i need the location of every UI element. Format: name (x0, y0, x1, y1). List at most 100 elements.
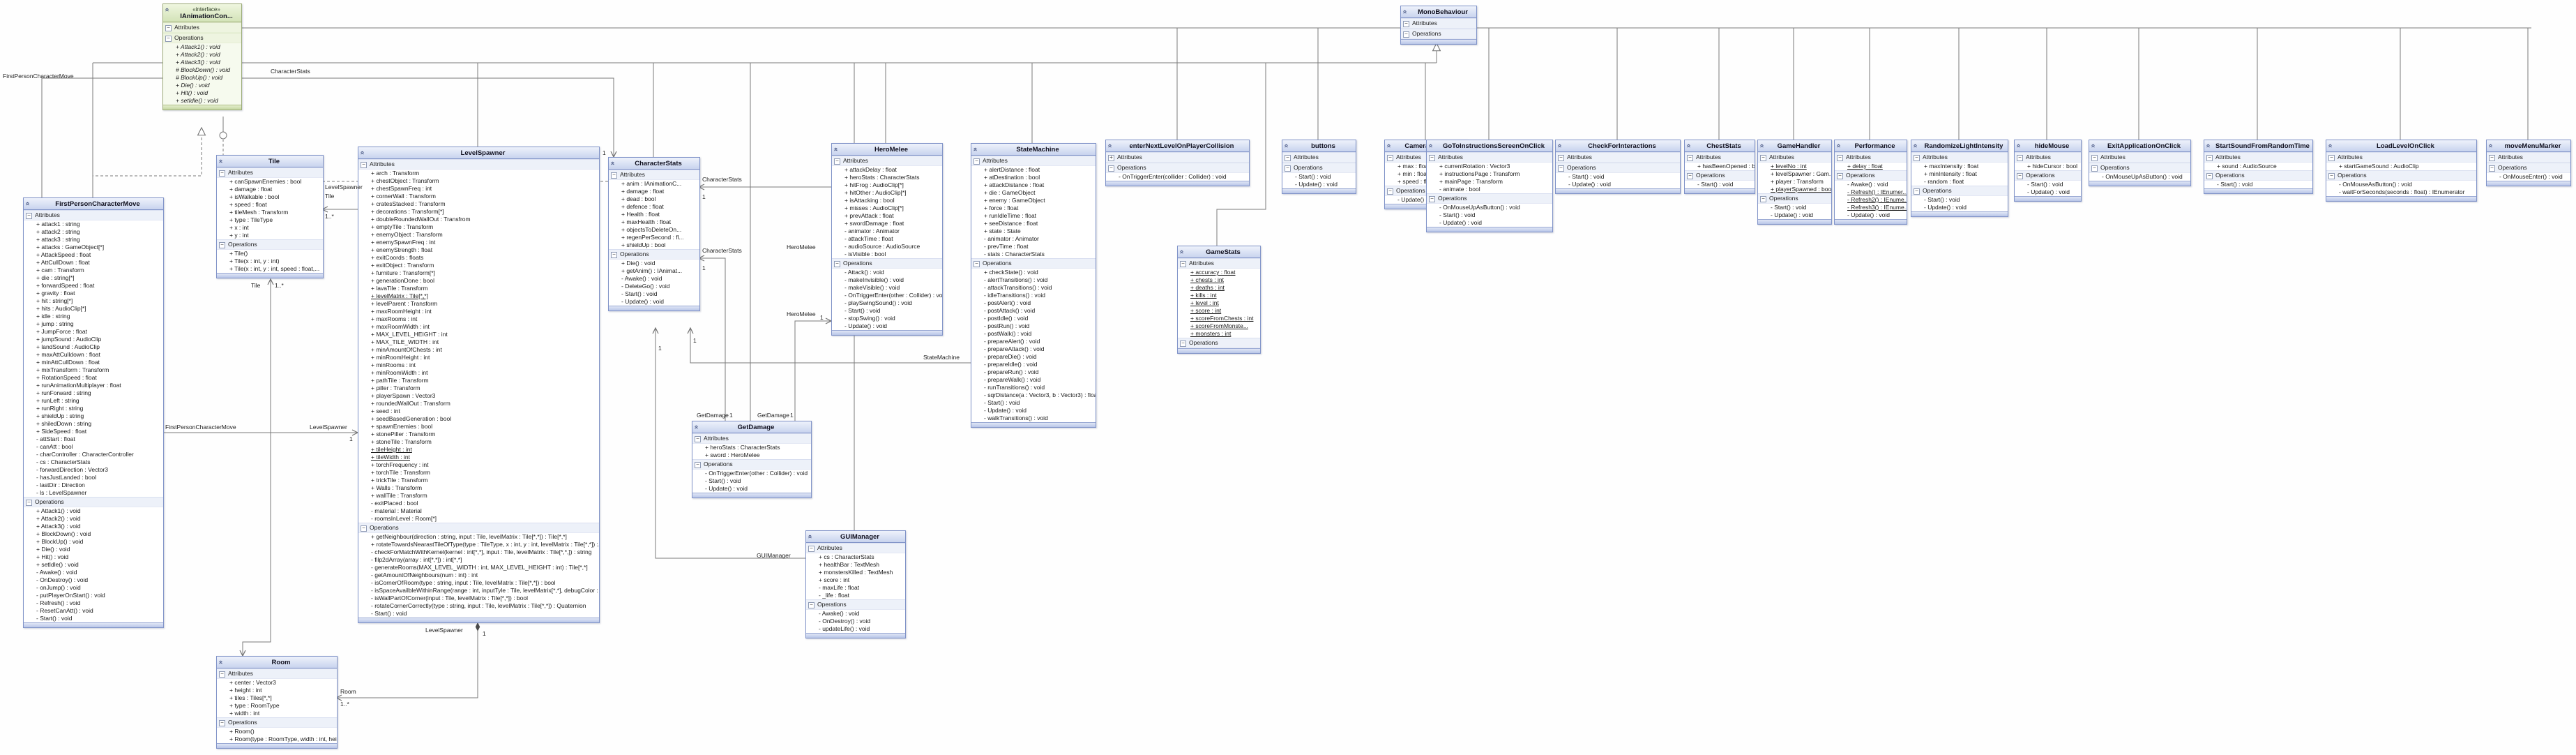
collapse-section-icon[interactable]: − (2091, 155, 2098, 161)
collapse-chevron-icon[interactable]: « (162, 8, 171, 12)
collapse-section-icon[interactable]: − (1760, 196, 1766, 202)
class-gotoinstructionsscreenonclick[interactable]: «GoToInstructionsScreenOnClick−Attribute… (1426, 140, 1553, 232)
collapse-section-icon[interactable]: − (1687, 173, 1693, 179)
collapse-section-icon[interactable]: − (2489, 165, 2495, 172)
collapse-chevron-icon[interactable]: « (1684, 144, 1692, 148)
collapse-section-icon[interactable]: − (1387, 188, 1393, 195)
collapse-section-icon[interactable]: − (165, 25, 172, 31)
assoc-room-tile[interactable] (243, 279, 271, 656)
class-gamestats[interactable]: «GameStats−Attributes+ accuracy : float+… (1177, 246, 1261, 354)
collapse-chevron-icon[interactable]: « (1426, 144, 1434, 148)
collapse-section-icon[interactable]: − (1760, 155, 1766, 161)
collapse-section-icon[interactable]: − (2328, 173, 2335, 179)
realization-fpcm-ianimationcontroller[interactable] (92, 128, 202, 197)
collapse-section-icon[interactable]: − (1558, 165, 1564, 172)
collapse-section-icon[interactable]: − (1837, 155, 1843, 161)
collapse-section-icon[interactable]: − (2489, 155, 2495, 161)
collapse-section-icon[interactable]: − (165, 36, 172, 42)
collapse-chevron-icon[interactable]: « (2326, 144, 2334, 148)
collapse-section-icon[interactable]: − (695, 462, 701, 468)
collapse-section-icon[interactable]: − (1403, 31, 1409, 38)
collapse-section-icon[interactable]: − (1429, 155, 1435, 161)
collapse-section-icon[interactable]: − (219, 242, 225, 248)
collapse-section-icon[interactable]: − (1180, 341, 1186, 347)
collapse-chevron-icon[interactable]: « (1400, 10, 1409, 14)
generalization-drop-gamestats[interactable] (1216, 63, 1266, 246)
collapse-section-icon[interactable]: − (973, 158, 980, 165)
class-firstpersoncharactermove[interactable]: «FirstPersonCharacterMove−Attributes+ at… (23, 197, 164, 628)
class-characterstats[interactable]: «CharacterStats−Attributes+ anim : IAnim… (608, 157, 700, 311)
collapse-section-icon[interactable]: − (1285, 155, 1291, 161)
collapse-section-icon[interactable]: − (611, 252, 617, 258)
class-exitapplicationonclick[interactable]: «ExitApplicationOnClick−Attributes−Opera… (2089, 140, 2191, 186)
collapse-section-icon[interactable]: − (695, 436, 701, 442)
collapse-section-icon[interactable]: − (219, 170, 225, 177)
collapse-chevron-icon[interactable]: « (692, 425, 700, 429)
collapse-section-icon[interactable]: − (834, 261, 840, 267)
collapse-section-icon[interactable]: − (1180, 261, 1186, 267)
collapse-section-icon[interactable]: − (361, 162, 367, 168)
collapse-section-icon[interactable]: − (361, 525, 367, 532)
collapse-chevron-icon[interactable]: « (1757, 144, 1766, 148)
collapse-chevron-icon[interactable]: « (216, 660, 225, 664)
class-movemenumarker[interactable]: «moveMenuMarker−Attributes−Operations- O… (2486, 140, 2571, 186)
collapse-chevron-icon[interactable]: « (1177, 250, 1185, 254)
collapse-chevron-icon[interactable]: « (805, 535, 814, 539)
collapse-section-icon[interactable]: − (834, 158, 840, 165)
collapse-chevron-icon[interactable]: « (1911, 144, 1919, 148)
collapse-section-icon[interactable]: − (219, 671, 225, 678)
class-hidemouse[interactable]: «hideMouse−Attributes+ hideCursor : bool… (2014, 140, 2082, 202)
collapse-section-icon[interactable]: − (1687, 155, 1693, 161)
collapse-chevron-icon[interactable]: « (358, 151, 366, 155)
collapse-chevron-icon[interactable]: « (2014, 144, 2022, 148)
collapse-section-icon[interactable]: − (1914, 155, 1920, 161)
collapse-section-icon[interactable]: − (2017, 173, 2023, 179)
assoc-getdamage-characterstats[interactable] (699, 258, 726, 421)
collapse-chevron-icon[interactable]: « (831, 147, 840, 151)
class-startsoundfromrandomtime[interactable]: «StartSoundFromRandomTime−Attributes+ so… (2204, 140, 2313, 194)
class-levelspawner[interactable]: «LevelSpawner−Attributes+ arch : Transfo… (358, 147, 600, 623)
class-enternextlevelonplayercollision[interactable]: «enterNextLevelOnPlayerCollision+Attribu… (1105, 140, 1250, 186)
collapse-section-icon[interactable]: − (808, 546, 815, 552)
class-buttons[interactable]: «buttons−Attributes−Operations- Start() … (1282, 140, 1356, 194)
collapse-chevron-icon[interactable]: « (216, 159, 225, 163)
class-cheststats[interactable]: «ChestStats−Attributes+ hasBeenOpened : … (1684, 140, 1755, 194)
collapse-chevron-icon[interactable]: « (2204, 144, 2212, 148)
collapse-section-icon[interactable]: − (1285, 165, 1291, 172)
class-checkforinteractions[interactable]: «CheckForInteractions−Attributes−Operati… (1555, 140, 1681, 194)
assoc-guimanager-characterstats[interactable] (656, 328, 805, 559)
collapse-chevron-icon[interactable]: « (1834, 144, 1842, 148)
collapse-section-icon[interactable]: − (219, 720, 225, 726)
aggregation-levelspawner-room[interactable] (336, 623, 478, 698)
collapse-chevron-icon[interactable]: « (1282, 144, 1290, 148)
assoc-statemachine-characterstats[interactable] (690, 328, 971, 364)
collapse-section-icon[interactable]: − (2328, 155, 2335, 161)
collapse-chevron-icon[interactable]: « (1384, 144, 1393, 148)
collapse-section-icon[interactable]: − (1914, 188, 1920, 195)
collapse-chevron-icon[interactable]: « (608, 161, 616, 165)
collapse-section-icon[interactable]: − (2206, 155, 2213, 161)
class-guimanager[interactable]: «GUIManager−Attributes+ cs : CharacterSt… (805, 530, 906, 638)
collapse-section-icon[interactable]: − (1387, 155, 1393, 161)
class-getdamage[interactable]: «GetDamage−Attributes+ heroStats : Chara… (692, 421, 812, 498)
collapse-chevron-icon[interactable]: « (1105, 144, 1114, 148)
collapse-section-icon[interactable]: − (2206, 173, 2213, 179)
collapse-section-icon[interactable]: − (1403, 21, 1409, 27)
class-statemachine[interactable]: «StateMachine−Attributes+ alertDistance … (971, 143, 1096, 428)
class-room[interactable]: «Room−Attributes+ center : Vector3+ heig… (216, 656, 338, 749)
collapse-section-icon[interactable]: − (2017, 155, 2023, 161)
collapse-chevron-icon[interactable]: « (971, 147, 979, 151)
collapse-chevron-icon[interactable]: « (2486, 144, 2494, 148)
collapse-chevron-icon[interactable]: « (2089, 144, 2097, 148)
collapse-section-icon[interactable]: − (1108, 165, 1114, 172)
class-heromelee[interactable]: «HeroMelee−Attributes+ attackDelay : flo… (831, 143, 943, 336)
collapse-section-icon[interactable]: − (1837, 173, 1843, 179)
collapse-section-icon[interactable]: − (2091, 165, 2098, 172)
expand-section-icon[interactable]: + (1108, 155, 1114, 161)
class-gamehandler[interactable]: «GameHandler−Attributes+ levelNo : int+ … (1757, 140, 1832, 225)
class-performance[interactable]: «Performance−Attributes+ delay : float−O… (1834, 140, 1907, 225)
assoc-getdamage-heromelee[interactable] (794, 321, 831, 421)
class-loadlevelonclick[interactable]: «LoadLevelOnClick−Attributes+ startGameS… (2326, 140, 2477, 202)
collapse-section-icon[interactable]: − (1429, 196, 1435, 202)
collapse-section-icon[interactable]: − (611, 172, 617, 179)
